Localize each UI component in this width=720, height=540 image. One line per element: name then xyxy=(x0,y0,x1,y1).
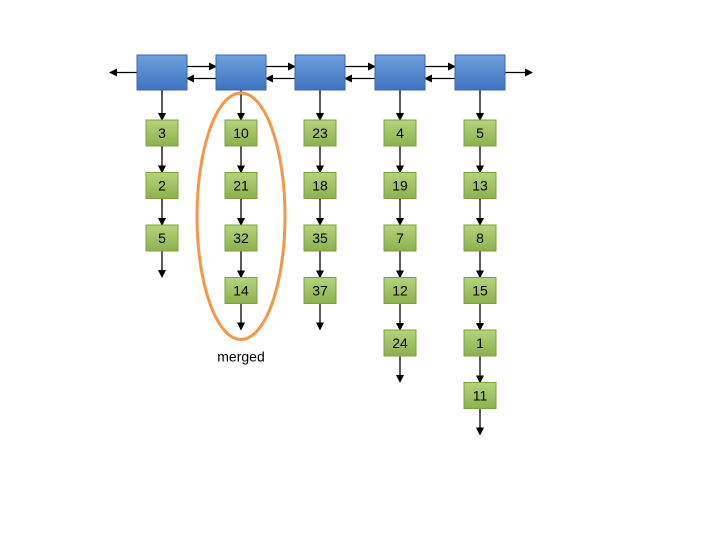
list-node-box xyxy=(383,172,417,199)
list-node-value: 14 xyxy=(233,283,249,299)
list-node-box xyxy=(303,277,337,304)
list-node-box xyxy=(463,277,497,304)
list-node-box xyxy=(383,329,417,357)
header-bucket-2 xyxy=(215,54,267,91)
list-node-box xyxy=(145,224,179,252)
list-node-value: 12 xyxy=(392,283,408,299)
list-node-value: 19 xyxy=(392,178,408,194)
links-layer xyxy=(109,62,533,436)
list-node-box xyxy=(463,172,497,199)
list-node-box xyxy=(303,224,337,252)
merged-caption: merged xyxy=(217,349,264,365)
header-bucket-4 xyxy=(374,54,426,91)
list-node-value: 37 xyxy=(312,283,328,299)
list-node-value: 5 xyxy=(158,230,166,246)
list-node-value: 23 xyxy=(312,125,328,141)
header-bucket-1 xyxy=(136,54,188,91)
merged-highlight-ellipse xyxy=(195,91,287,341)
header-bucket-5 xyxy=(454,54,506,91)
list-node-box xyxy=(303,172,337,199)
list-node-value: 10 xyxy=(233,125,249,141)
list-node-value: 7 xyxy=(396,230,404,246)
list-node-box xyxy=(303,119,337,147)
list-node-value: 15 xyxy=(472,283,488,299)
list-node-box xyxy=(145,119,179,147)
list-node-value: 13 xyxy=(472,178,488,194)
list-node-value: 21 xyxy=(233,178,249,194)
list-node-value: 3 xyxy=(158,125,166,141)
list-node-value: 11 xyxy=(473,388,488,404)
list-node-box xyxy=(463,382,497,409)
list-node-value: 8 xyxy=(476,230,484,246)
list-node-box xyxy=(463,119,497,147)
list-node-box xyxy=(383,224,417,252)
list-node-box xyxy=(224,172,258,199)
list-node-value: 1 xyxy=(476,335,484,351)
list-node-value: 35 xyxy=(312,230,328,246)
list-node-box xyxy=(463,329,497,357)
list-node-box xyxy=(383,119,417,147)
list-node-value: 4 xyxy=(396,125,404,141)
list-node-box xyxy=(224,119,258,147)
list-node-value: 32 xyxy=(233,230,249,246)
list-node-value: 5 xyxy=(476,125,484,141)
header-layer xyxy=(136,54,506,91)
list-node-box xyxy=(463,224,497,252)
header-bucket-3 xyxy=(294,54,346,91)
list-node-value: 18 xyxy=(312,178,328,194)
list-node-box xyxy=(224,277,258,304)
list-node-box xyxy=(383,277,417,304)
list-node-box xyxy=(145,172,179,199)
list-node-value: 2 xyxy=(158,178,166,194)
list-node-box xyxy=(224,224,258,252)
list-node-value: 24 xyxy=(392,335,408,351)
